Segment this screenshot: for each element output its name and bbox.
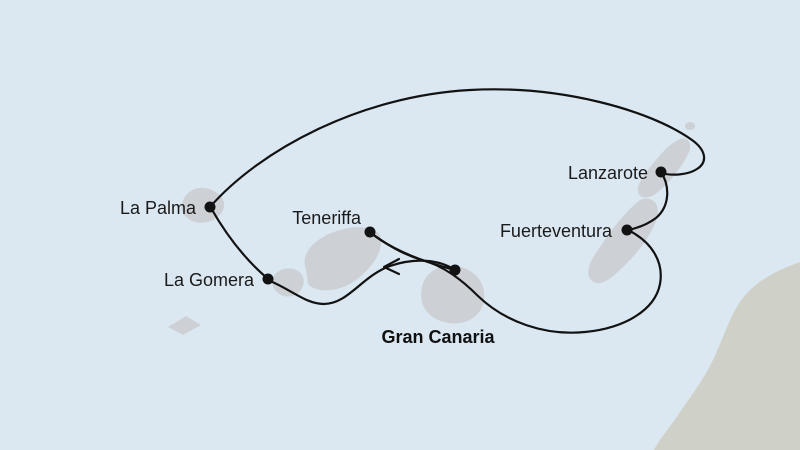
mainland-africa: [654, 262, 800, 450]
port-marker-teneriffa: [364, 226, 376, 238]
islet-north-of-lanzarote: [685, 122, 695, 130]
port-label-gran-canaria: Gran Canaria: [381, 327, 495, 347]
island-fuerteventura: [588, 198, 658, 284]
port-marker-la-palma: [204, 201, 216, 213]
route-leg-la-palma-lanzarote: [208, 88, 706, 209]
small-island: [168, 316, 201, 335]
route-leg-lanzarote-fuerteventura: [626, 170, 669, 232]
route-direction-arrow-icon: [382, 257, 401, 276]
port-label-la-palma: La Palma: [120, 198, 197, 218]
port-label-lanzarote: Lanzarote: [568, 163, 648, 183]
route-leg-gran-canaria-la-gomera: [266, 259, 457, 306]
island-teneriffa: [304, 227, 382, 291]
port-marker-lanzarote: [655, 166, 667, 178]
port-label-fuerteventura: Fuerteventura: [500, 221, 613, 241]
port-label-la-gomera: La Gomera: [164, 270, 255, 290]
port-marker-fuerteventura: [621, 224, 633, 236]
route-leg-la-palma-la-gomera: [209, 206, 269, 280]
island-gran-canaria: [421, 265, 485, 324]
route-leg-teneriffa-gran-canaria: [369, 231, 457, 272]
port-marker-gran-canaria: [449, 264, 461, 276]
island-la-gomera: [272, 268, 304, 297]
port-marker-la-gomera: [262, 273, 274, 285]
port-label-teneriffa: Teneriffa: [292, 208, 362, 228]
